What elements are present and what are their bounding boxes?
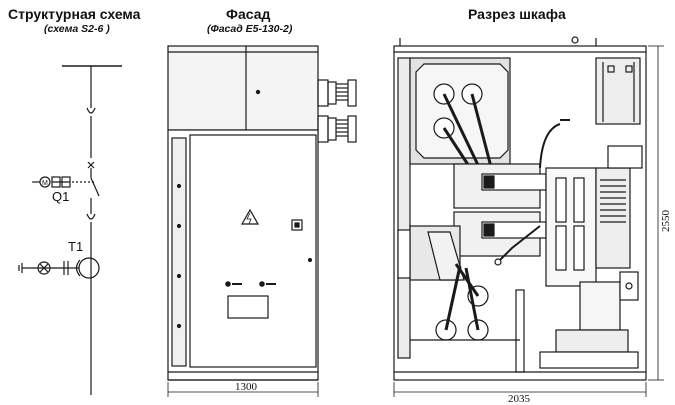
cutaway-title: Разрез шкафа (468, 6, 566, 22)
bushing-lower (317, 115, 357, 143)
single-line-scheme: M (18, 65, 122, 395)
name-plate (227, 295, 269, 319)
indicator-window (291, 219, 303, 231)
facade-title: Фасад (226, 6, 271, 22)
cabinet-height-dimension: 2550 (660, 210, 672, 233)
scheme-subtitle: (схема S2-6 ) (44, 23, 110, 35)
bushing-upper (317, 79, 357, 107)
warning-icon (240, 208, 260, 225)
transformer-label: T1 (68, 239, 83, 254)
svg-text:M: M (42, 180, 48, 187)
facade-drawing (167, 45, 357, 397)
facade-subtitle: (Фасад Е5-130-2) (207, 23, 293, 35)
cabinet-depth-dimension: 2035 (508, 393, 531, 405)
facade-width-dimension: 1300 (235, 381, 258, 393)
breaker-label: Q1 (52, 189, 69, 204)
cutaway-drawing (393, 36, 664, 397)
scheme-title: Структурная схема (8, 6, 141, 22)
